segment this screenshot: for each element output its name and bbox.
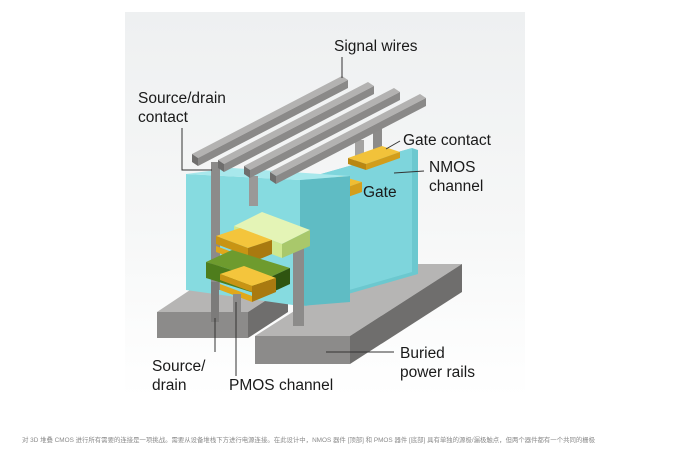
- pmos-channel-gold: [220, 266, 276, 302]
- label-pmos-channel: PMOS channel: [229, 377, 334, 394]
- label-source-drain: Source/ drain: [152, 358, 206, 394]
- front-contact-posts: [211, 162, 304, 326]
- buried-power-rail-right: [255, 264, 462, 364]
- signal-wire-3: [244, 88, 400, 178]
- label-source-drain-contact: Source/drain contact: [138, 90, 226, 126]
- signal-wire-2: [218, 82, 374, 172]
- source-drain-posts: [211, 282, 241, 326]
- leader-gate-contact: [385, 140, 401, 150]
- signal-wires: [192, 76, 426, 184]
- label-gate: Gate: [363, 184, 397, 201]
- label-signal-wires: Signal wires: [334, 38, 418, 55]
- leader-nmos-channel: [393, 170, 425, 174]
- label-buried-power-rails: Buried power rails: [400, 345, 475, 381]
- label-gate-contact: Gate contact: [403, 132, 491, 149]
- leader-source-drain-contact: [181, 128, 212, 171]
- figure-caption: 对 3D 堆叠 CMOS 进行所有需要的连接是一项挑战。需要从设备堆栈下方进行电…: [22, 437, 596, 444]
- leader-lines: [181, 57, 425, 376]
- signal-wire-4: [270, 94, 426, 184]
- signal-wire-1: [192, 76, 348, 166]
- gate-contact: [348, 146, 400, 170]
- label-nmos-channel: NMOS channel: [429, 159, 484, 195]
